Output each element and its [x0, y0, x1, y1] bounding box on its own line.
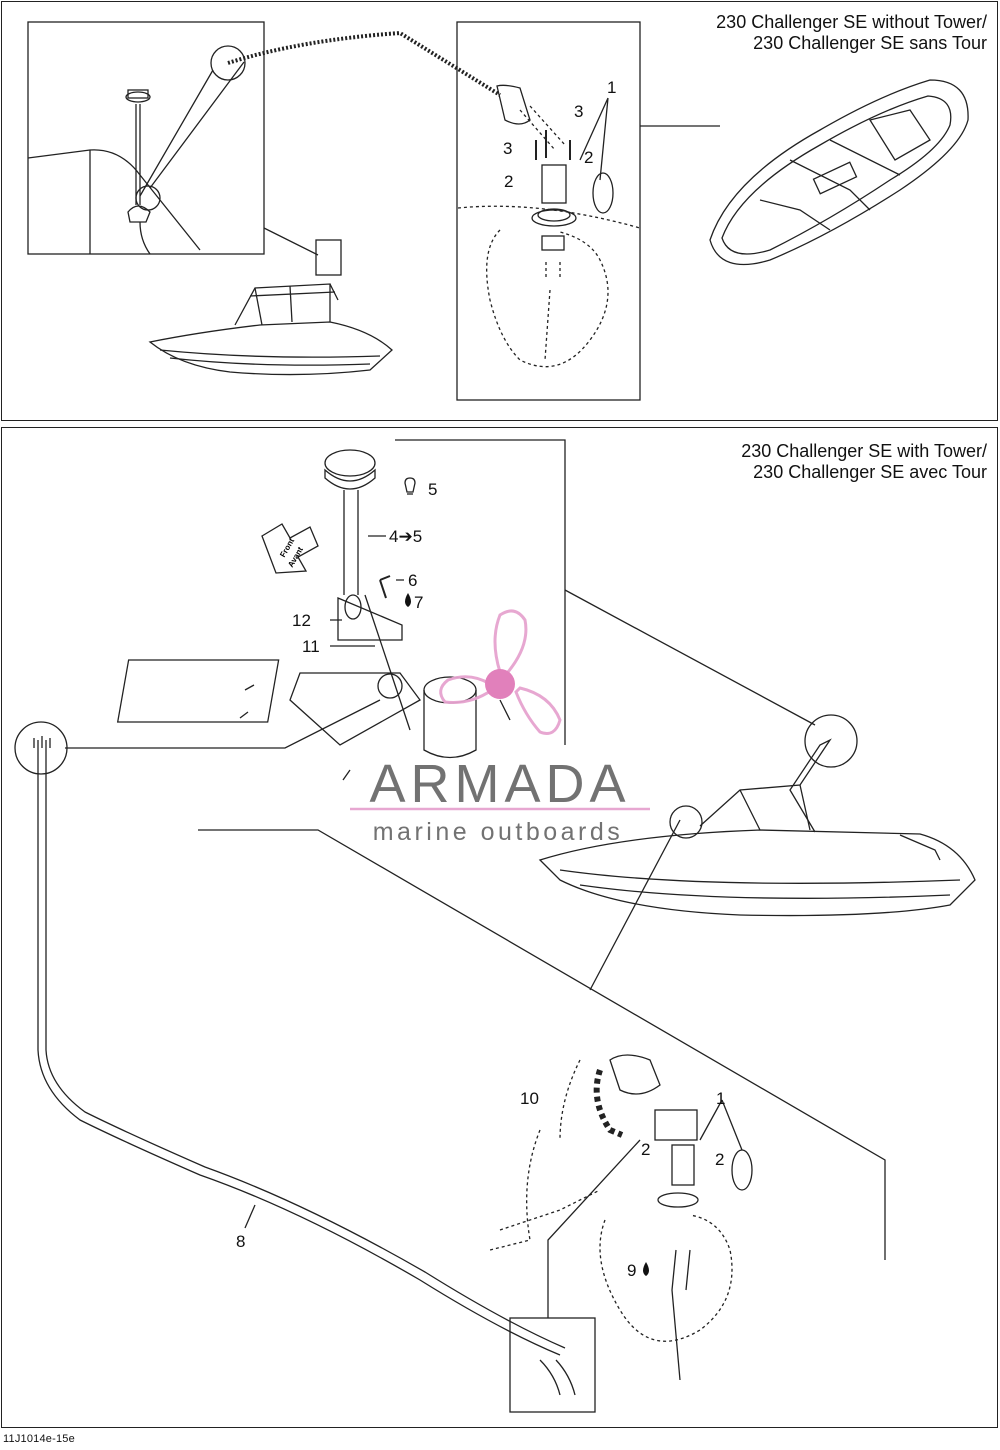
panel-with-tower: 230 Challenger SE with Tower/ 230 Challe…: [1, 427, 998, 1428]
callout-1-bottom: 1: [716, 1089, 725, 1108]
callout-6: 6: [408, 571, 417, 590]
leader-lines: [139, 61, 245, 197]
bulb-icon: [404, 477, 416, 495]
callout-7: 7: [414, 593, 423, 612]
mast-detail-circle: [804, 714, 858, 768]
callout-2-top-b: 2: [504, 172, 513, 191]
boat-illustration-small: [148, 283, 393, 376]
callout-8: 8: [236, 1232, 245, 1251]
callout-12: 12: [292, 611, 311, 630]
title-line-en: 230 Challenger SE with Tower/: [741, 441, 987, 461]
front-arrow-icon: [261, 523, 319, 574]
mast-light-exploded: [116, 449, 511, 781]
leader-line: [263, 227, 319, 256]
propeller-logo-icon: [439, 609, 562, 735]
watermark-tagline: marine outboards: [373, 818, 624, 846]
boat-illustration-top-view: [709, 79, 969, 266]
navigation-light-detail-box: [456, 21, 641, 401]
mast-light-detail-box: [27, 21, 265, 255]
callout-2-bottom-a: 2: [641, 1140, 650, 1159]
leader-line: [198, 829, 886, 1260]
callout-4-to-5: 4➔5: [389, 527, 422, 546]
detail-frame: [395, 439, 566, 745]
callout-1-top: 1: [607, 78, 616, 97]
connector-detail-circle: [669, 805, 703, 839]
callout-10: 10: [520, 1089, 539, 1108]
callout-11: 11: [302, 637, 320, 656]
callout-3-top-a: 3: [574, 102, 583, 121]
harness-cable: [227, 30, 502, 97]
adhesive-drop-icon: [405, 593, 411, 607]
detail-marker-box: [315, 239, 342, 276]
reference-code: 11J1014e-15e: [3, 1433, 75, 1445]
leader-line: [564, 589, 816, 726]
callout-9: 9: [627, 1261, 636, 1280]
connector-pins: [539, 1359, 576, 1396]
leader-line: [547, 1139, 641, 1318]
panel-title-without-tower: 230 Challenger SE without Tower/ 230 Cha…: [716, 12, 987, 54]
harness-end-detail-circle: [14, 721, 68, 775]
screw-icon: [379, 575, 391, 581]
nav-light-exploded-top: [457, 84, 641, 368]
watermark: ARMADA marine outboards: [350, 609, 650, 846]
title-line-en: 230 Challenger SE without Tower/: [716, 12, 987, 32]
callout-2-bottom-b: 2: [715, 1150, 724, 1169]
callout-5: 5: [428, 480, 437, 499]
title-line-fr: 230 Challenger SE avec Tour: [753, 462, 987, 482]
adhesive-drop-icon: [643, 1262, 649, 1276]
panel-title-with-tower: 230 Challenger SE with Tower/ 230 Challe…: [741, 441, 987, 483]
callout-3-top-b: 3: [503, 139, 512, 158]
wiring-harness-8: [33, 736, 566, 1356]
title-line-fr: 230 Challenger SE sans Tour: [753, 33, 987, 53]
callout-leaders: [330, 535, 404, 647]
leader-line: [65, 699, 381, 749]
watermark-brand: ARMADA: [369, 754, 630, 814]
connector-detail-circle: [210, 45, 246, 81]
callout-2-top-a: 2: [584, 148, 593, 167]
nav-light-exploded-bottom: [489, 1054, 753, 1381]
leader-line: [589, 819, 681, 991]
harness-connector-detail-box: [509, 1317, 596, 1413]
boat-illustration-with-tower: [538, 738, 976, 917]
